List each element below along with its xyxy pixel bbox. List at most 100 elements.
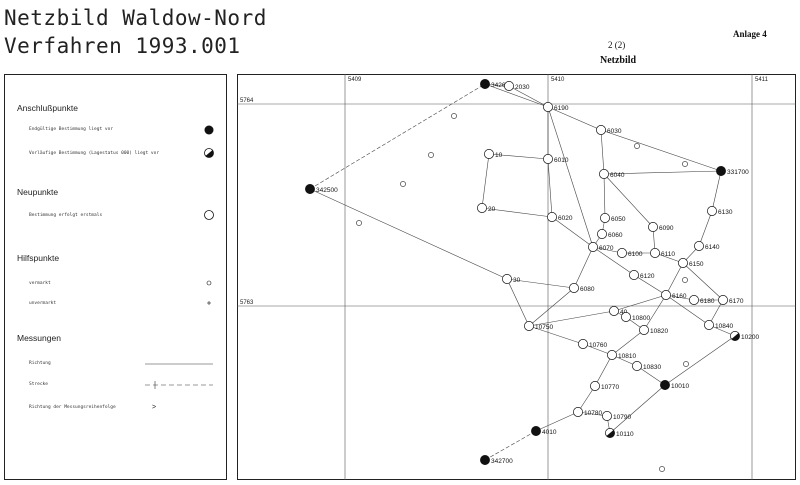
edge-10760-10810	[582, 343, 613, 356]
edge-20-6020	[481, 207, 553, 218]
point-label-10810: 10810	[618, 353, 636, 360]
point-marker-10790	[602, 411, 612, 421]
point-label-6100: 6100	[628, 251, 643, 258]
point-6070: 6070	[588, 242, 614, 252]
edge-6040-6050	[603, 173, 606, 219]
legend-panel: Anschlußpunkte Endgültige Bestimmung lie…	[4, 74, 227, 480]
point-label-30: 30	[513, 277, 521, 284]
legend-heading-messungen: Messungen	[17, 333, 61, 343]
grid-label-x1: 5409	[348, 77, 362, 83]
legend-item-strecke: Strecke	[29, 382, 48, 387]
edge-6120-6160	[633, 274, 667, 296]
point-halffill-10110	[606, 430, 615, 438]
point-marker-30	[502, 274, 512, 284]
point-label-6150: 6150	[689, 261, 704, 268]
point-6010: 6010	[543, 154, 569, 164]
grid-label-y1: 5764	[240, 98, 254, 104]
point-marker-6040	[599, 169, 609, 179]
point-10810: 10810	[607, 350, 636, 360]
aux-point-8	[659, 466, 665, 472]
point-marker-10830	[632, 361, 642, 371]
point-marker-6030	[596, 125, 606, 135]
edge-6190-6030	[547, 106, 602, 131]
point-label-10820: 10820	[650, 328, 668, 335]
point-marker-6110	[650, 248, 660, 258]
point-10800: 10800	[621, 312, 650, 322]
grid-label-x2: 5410	[551, 77, 565, 83]
document-title: Netzbild Waldow-Nord	[4, 6, 267, 30]
point-342500: 342500	[305, 184, 338, 194]
edge-6150-6170	[682, 262, 724, 301]
edge-10010-10110	[609, 384, 666, 434]
point-label-10770: 10770	[601, 384, 619, 391]
legend-item-vermarkt: vermarkt	[29, 281, 51, 286]
edge-10810-10770	[594, 354, 613, 387]
edge-6030-331700	[600, 129, 722, 172]
point-marker-6130	[707, 206, 717, 216]
point-label-10: 10	[495, 152, 503, 159]
point-2030: 2030	[504, 81, 530, 91]
point-label-6160: 6160	[672, 293, 687, 300]
edge-6030-6040	[600, 129, 605, 175]
point-label-6120: 6120	[640, 273, 655, 280]
legend-item-richtung: Richtung	[29, 361, 51, 366]
point-label-2030: 2030	[515, 84, 530, 91]
point-marker-6170	[718, 295, 728, 305]
point-marker-6020	[547, 212, 557, 222]
legend-item-erstmals: Bestimmung erfolgt erstmals	[29, 213, 103, 218]
point-label-6080: 6080	[580, 286, 595, 293]
point-6130: 6130	[707, 206, 733, 216]
point-label-6020: 6020	[558, 215, 573, 222]
point-6040: 6040	[599, 169, 625, 179]
legend-heading-neupunkte: Neupunkte	[17, 187, 59, 197]
point-6050: 6050	[600, 213, 626, 223]
point-marker-6140	[694, 241, 704, 251]
legend-item-endgueltig: Endgültige Bestimmung liegt vor	[29, 127, 113, 132]
point-10830: 10830	[632, 361, 661, 371]
point-marker-6120	[629, 270, 639, 280]
aux-point-0	[356, 220, 362, 226]
point-20: 20	[477, 203, 496, 213]
edge-331700-6040	[603, 170, 722, 175]
edge-331700-6130	[711, 170, 722, 212]
edge-4010-10780	[535, 411, 579, 432]
point-marker-10770	[590, 381, 600, 391]
point-label-6130: 6130	[718, 209, 733, 216]
point-marker-6010	[543, 154, 553, 164]
point-label-6070: 6070	[599, 245, 614, 252]
aux-point-2	[428, 152, 434, 158]
edge-6160-40	[613, 294, 667, 312]
edge-6130-6140	[698, 210, 713, 247]
point-label-331700: 331700	[727, 169, 749, 176]
edge-6190-342600	[484, 83, 549, 108]
point-6060: 6060	[597, 229, 623, 239]
edge-2030-6190	[508, 85, 549, 108]
point-342700: 342700	[480, 455, 513, 465]
edge-6190-6070	[547, 106, 594, 248]
point-label-6190: 6190	[554, 105, 569, 112]
unmarked-aux-symbol	[207, 301, 211, 305]
point-label-10110: 10110	[616, 431, 634, 438]
point-label-10200: 10200	[741, 334, 759, 341]
point-marker-10760	[578, 339, 588, 349]
point-10010: 10010	[660, 380, 689, 390]
map-title: Netzbild	[600, 55, 637, 66]
edge-30-10750	[506, 278, 530, 327]
full-point-symbol	[204, 125, 214, 135]
point-6080: 6080	[569, 283, 595, 293]
edge-342500-342600	[309, 83, 486, 190]
point-label-342600: 342600	[491, 82, 513, 89]
edge-6010-6020	[547, 158, 553, 218]
point-label-10780: 10780	[584, 410, 602, 417]
aux-point-6	[682, 277, 688, 283]
point-marker-2030	[504, 81, 514, 91]
procedure-number: Verfahren 1993.001	[4, 34, 241, 58]
new-point-symbol	[204, 210, 214, 220]
point-10: 10	[484, 149, 503, 159]
grid-labels: 5409 5410 5411 5764 5763	[240, 77, 769, 306]
edge-10750-10760	[528, 325, 584, 345]
point-label-20: 20	[488, 206, 496, 213]
edge-6160-10840	[665, 294, 710, 326]
